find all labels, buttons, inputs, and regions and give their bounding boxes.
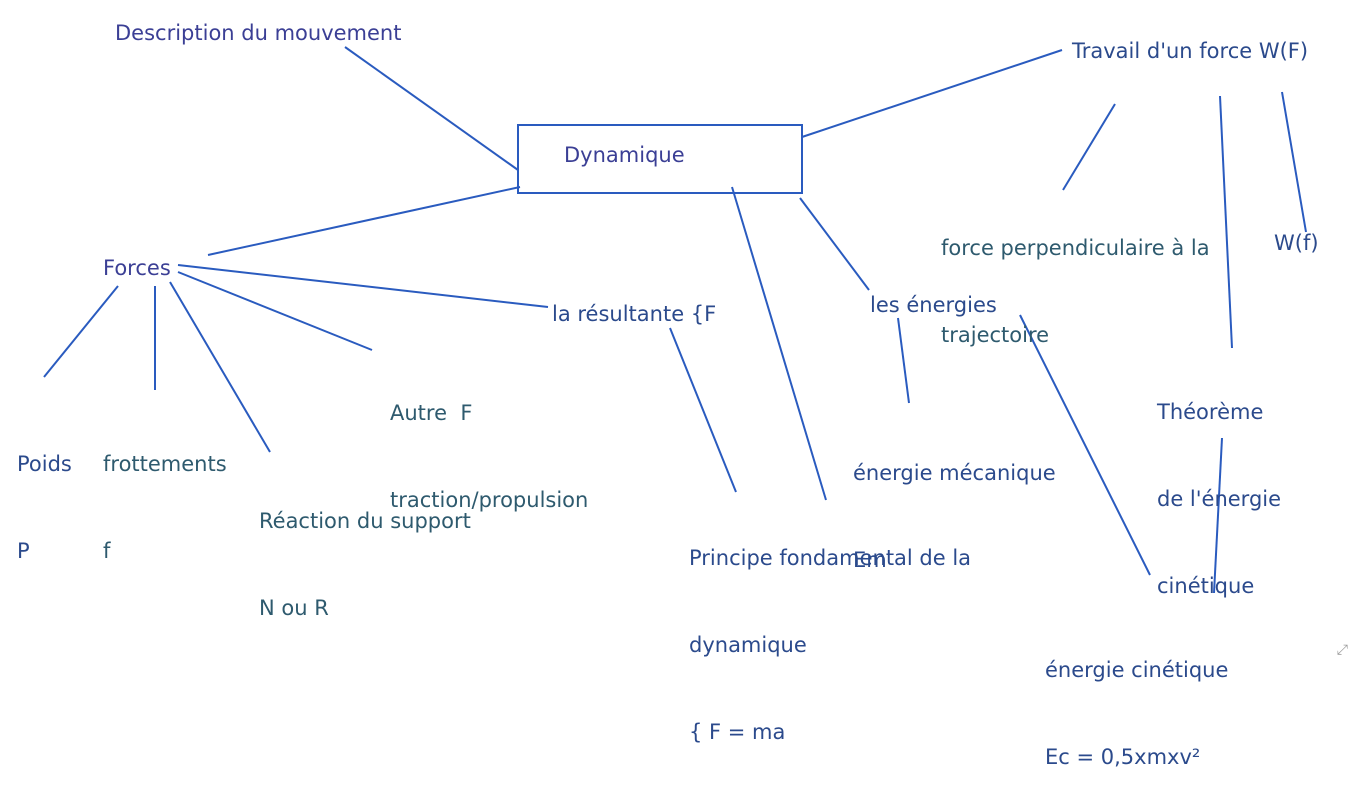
diagram-canvas [43,46,1307,594]
node-autre-force-line1: Autre F [390,401,473,425]
expand-icon[interactable]: ⤢ [1336,642,1348,658]
node-energie-cinetique-line1: énergie cinétique [1045,658,1229,682]
node-poids-line1: Poids [17,452,72,476]
edge-forces-resultante [177,264,549,308]
node-principe-fondamental: Principe fondamental de la dynamique { F… [689,486,971,776]
node-wf: W(f) [1274,231,1319,255]
node-theoreme-line2: de l'énergie [1157,487,1282,511]
node-reaction-support-line2: N ou R [259,596,329,620]
node-energie-mecanique: énergie mécanique Em [853,401,1056,604]
edge-root-forces [207,186,521,256]
edge-forces-autre [177,271,373,351]
edge-forces-reaction [169,281,271,453]
edge-theoreme-ec [1213,437,1223,594]
node-theoreme-line3: cinétique [1157,574,1255,598]
node-energie-mecanique-line1: énergie mécanique [853,461,1056,485]
edge-resultante-pfd [669,327,737,493]
node-reaction-support: Réaction du support N ou R [259,449,471,652]
node-force-perpendiculaire: force perpendiculaire à la trajectoire [941,176,1210,379]
node-force-perpendiculaire-line2: trajectoire [941,323,1050,347]
node-poids-line2: P [17,539,30,563]
node-reaction-support-line1: Réaction du support [259,509,471,533]
node-frottements-line2: f [103,539,111,563]
node-theoreme: Théorème de l'énergie cinétique [1157,340,1281,630]
node-principe-fondamental-line2: dynamique [689,633,807,657]
node-frottements-line1: frottements [103,452,227,476]
edge-root-description [344,46,519,171]
edge-energies-ec [1019,314,1151,576]
node-energies: les énergies [870,293,997,317]
edge-travail-theoreme [1219,95,1233,349]
node-theoreme-line1: Théorème [1157,400,1264,424]
node-dynamique: Dynamique [564,143,685,167]
edge-travail-wf [1281,91,1307,233]
node-resultante: la résultante {F [552,302,717,326]
edge-energies-em [897,317,910,404]
node-frottements: frottements f [103,392,227,595]
edge-forces-poids [43,285,119,378]
edge-root-travail [801,49,1063,138]
edge-travail-forceperp [1062,103,1116,191]
node-poids: Poids P [17,392,72,595]
node-travail-force: Travail d'un force W(F) [1072,39,1309,63]
node-energie-mecanique-line2: Em [853,548,887,572]
node-energie-cinetique: énergie cinétique Ec = 0,5xmxv² [1045,598,1228,801]
node-autre-force-line2: traction/propulsion [390,488,589,512]
node-energie-cinetique-line2: Ec = 0,5xmxv² [1045,745,1201,769]
node-forces: Forces [103,256,171,280]
edge-root-energies [799,197,870,291]
edge-root-pfd [731,186,827,501]
node-principe-fondamental-line3: { F = ma [689,720,786,744]
node-description-mouvement: Description du mouvement [115,21,402,45]
node-principe-fondamental-line1: Principe fondamental de la [689,546,972,570]
node-autre-force: Autre F traction/propulsion [390,341,588,544]
node-force-perpendiculaire-line1: force perpendiculaire à la [941,236,1210,260]
dynamique-box [517,124,803,194]
